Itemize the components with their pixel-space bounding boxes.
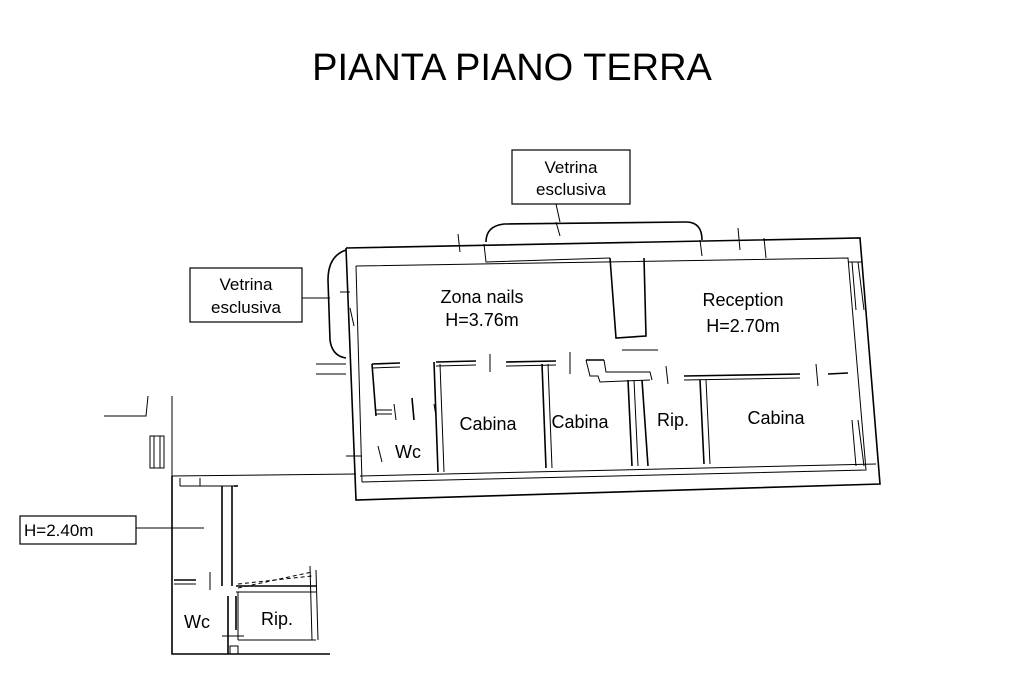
room-zona-nails-height: H=3.76m — [445, 310, 519, 330]
central-pillar — [609, 257, 647, 339]
room-reception-height: H=2.70m — [706, 316, 780, 336]
plan-title: PIANTA PIANO TERRA — [312, 47, 712, 89]
room-reception-name: Reception — [702, 290, 783, 310]
callout-height-lower: H=2.40m — [19, 515, 204, 545]
room-cabina-1-name: Cabina — [459, 414, 517, 434]
room-rip-lower-name: Rip. — [261, 609, 293, 629]
callout-height-lower-text: H=2.40m — [24, 521, 93, 540]
room-rip-upper-name: Rip. — [657, 410, 689, 430]
main-unit-walls — [327, 221, 881, 501]
room-wc-lower-name: Wc — [184, 612, 210, 632]
room-wc-upper-name: Wc — [395, 442, 421, 462]
interior-partitions — [316, 291, 849, 473]
callout-vetrina-left-line1: Vetrina — [220, 275, 273, 294]
callout-vetrina-left-line2: esclusiva — [211, 298, 281, 317]
callout-vetrina-top-line2: esclusiva — [536, 180, 606, 199]
room-cabina-3-name: Cabina — [747, 408, 805, 428]
callout-vetrina-left: Vetrina esclusiva — [189, 267, 330, 323]
room-zona-nails-name: Zona nails — [440, 287, 523, 307]
room-cabina-2-name: Cabina — [551, 412, 609, 432]
callout-vetrina-top: Vetrina esclusiva — [511, 149, 631, 223]
lower-unit-walls — [104, 395, 357, 655]
callout-vetrina-top-line1: Vetrina — [545, 158, 598, 177]
